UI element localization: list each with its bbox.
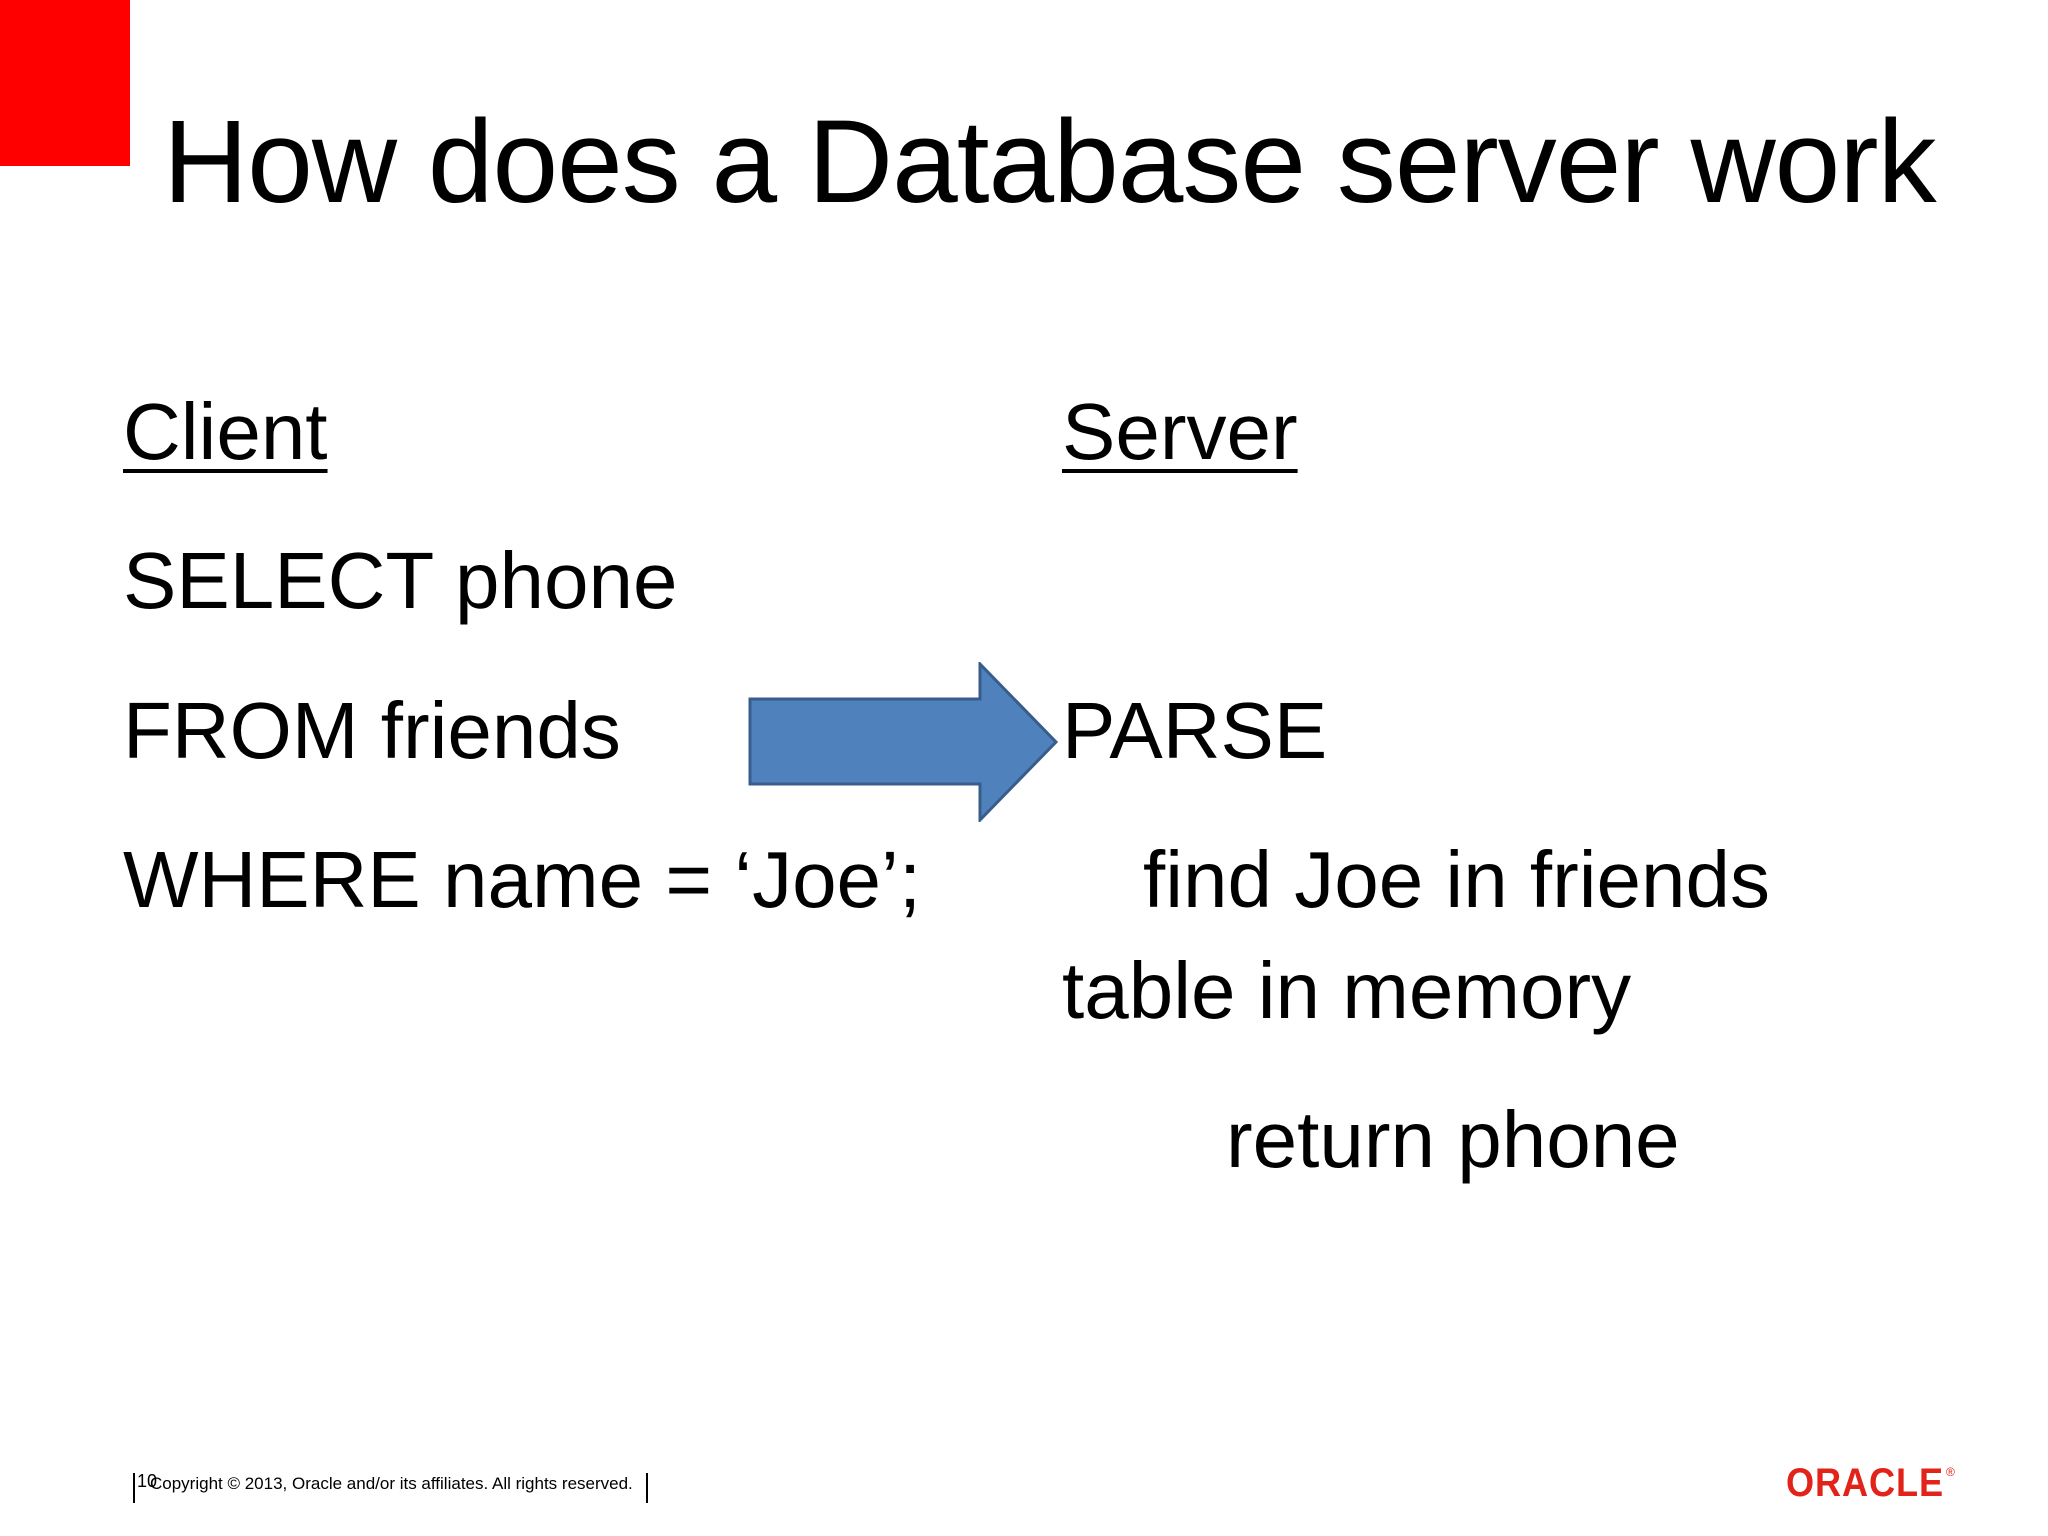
logo-wordmark: ORACLE [1786, 1462, 1944, 1502]
client-line-where: WHERE name = ‘Joe’; [123, 835, 922, 924]
oracle-logo: ORACLE ® [1786, 1462, 1955, 1502]
footer-divider-right [646, 1473, 648, 1503]
client-line-from: FROM friends [123, 686, 621, 775]
client-heading: Client [123, 387, 328, 476]
server-line-parse: PARSE [1062, 686, 1328, 775]
server-line-table: table in memory [1062, 946, 1632, 1035]
page-number: 10 [137, 1471, 158, 1491]
logo-registered-mark: ® [1946, 1465, 1955, 1479]
server-line-find: find Joe in friends [1143, 835, 1771, 924]
right-arrow-icon [748, 662, 1059, 822]
accent-block [0, 0, 130, 166]
server-heading: Server [1062, 387, 1298, 476]
client-line-select: SELECT phone [123, 536, 678, 625]
server-line-return: return phone [1226, 1095, 1680, 1184]
copyright-notice: Copyright © 2013, Oracle and/or its affi… [150, 1474, 633, 1493]
slide-title: How does a Database server work [163, 96, 1937, 228]
footer-divider-left [133, 1473, 135, 1503]
